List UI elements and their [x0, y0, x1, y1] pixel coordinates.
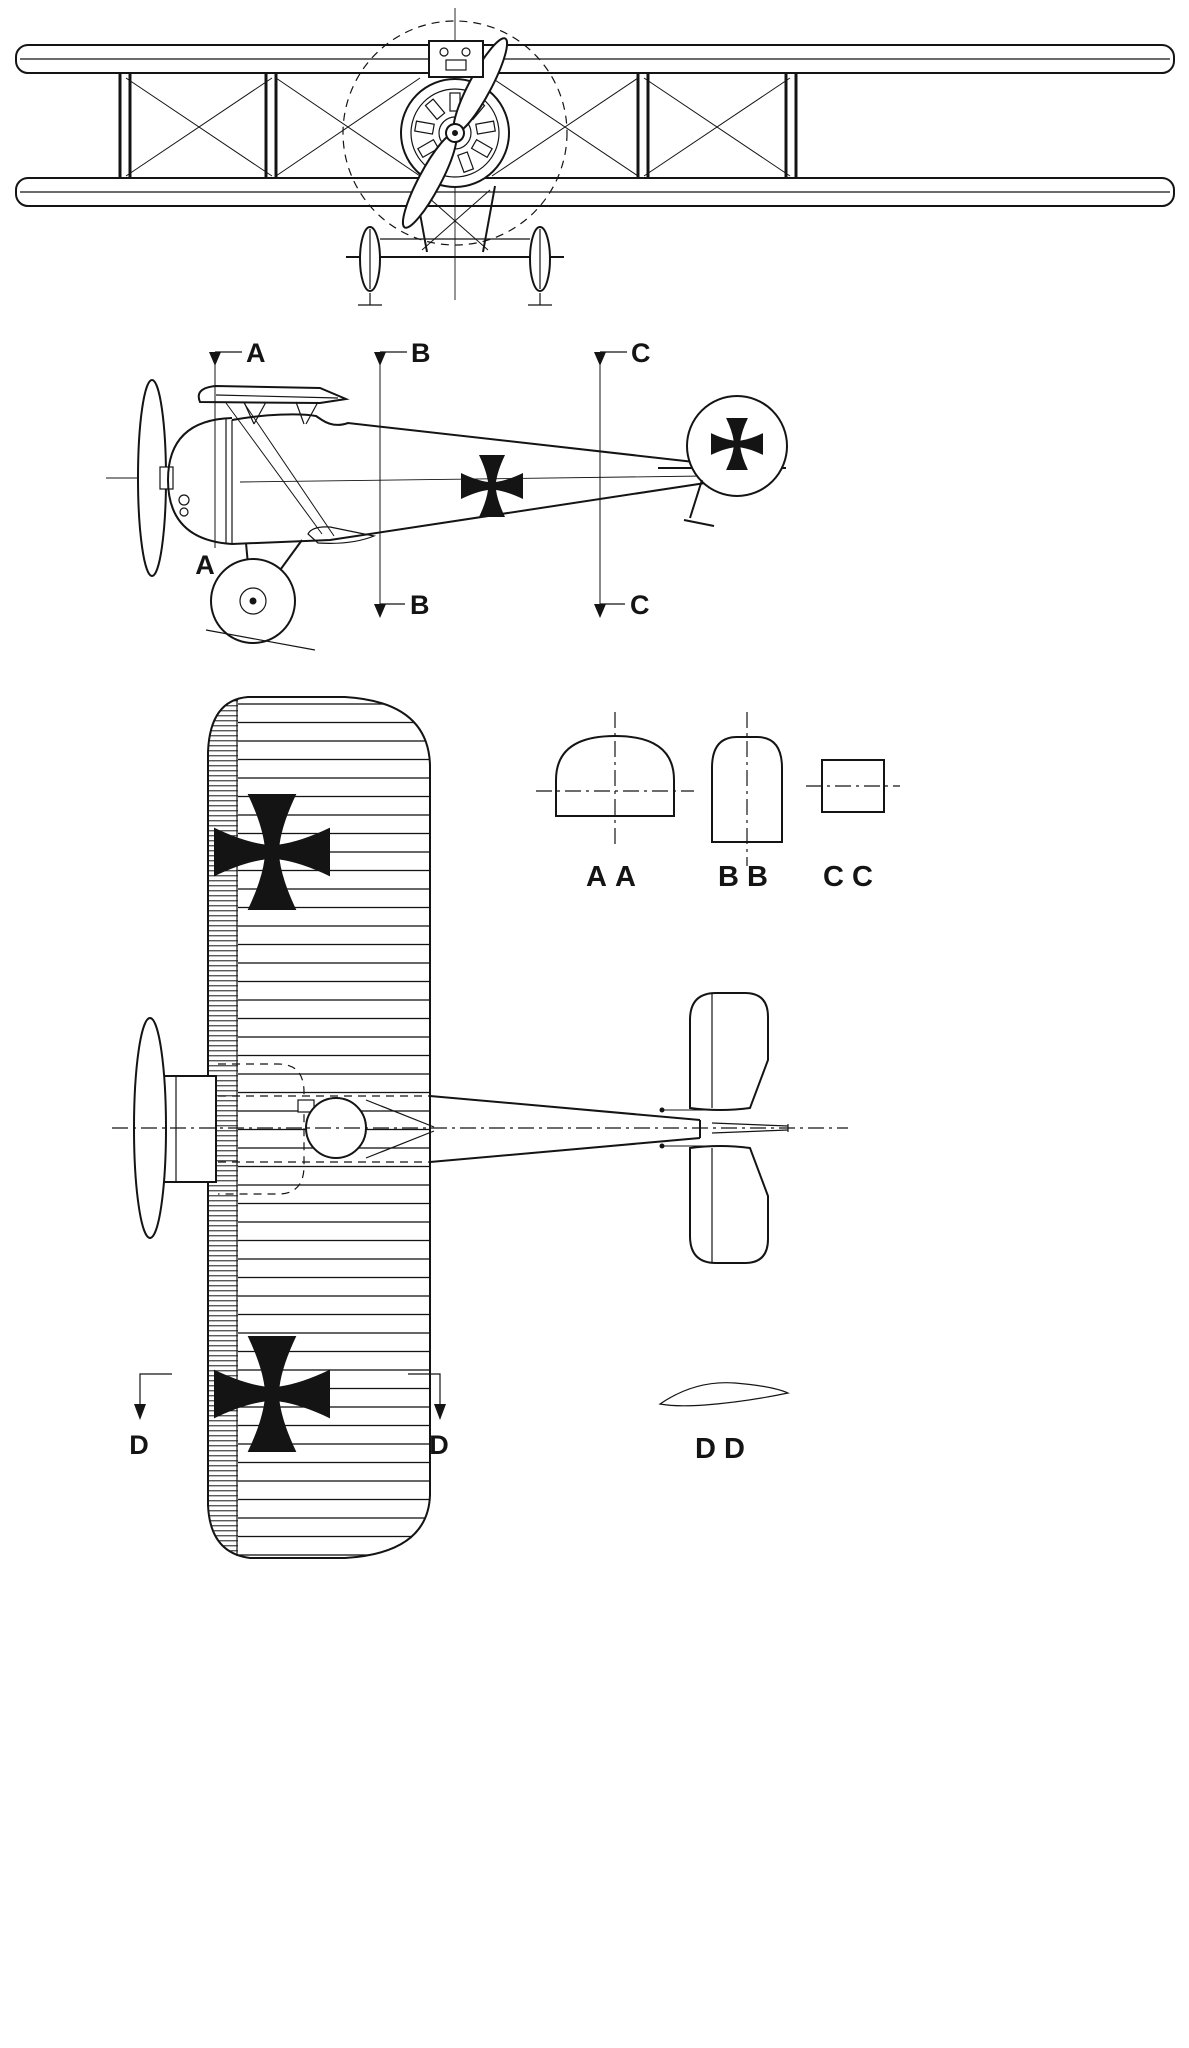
section-label-a-bottom: A [195, 550, 217, 580]
propeller-front [401, 37, 509, 229]
bracing-wires [125, 77, 791, 177]
section-arrow [134, 1404, 146, 1420]
section-dd-label: DD [695, 1433, 753, 1465]
upper-wing-front [15, 44, 1175, 74]
upper-wing-side [197, 384, 350, 537]
section-label-c-top: C [631, 338, 653, 368]
windshield [297, 1099, 315, 1113]
section-label-b-top: B [411, 338, 433, 368]
section-arrow [594, 604, 606, 618]
cross-section-bb: BB [711, 712, 783, 893]
section-aa-label: AA [586, 861, 644, 893]
cross-section-aa: AA [536, 712, 694, 893]
section-bb-label: BB [718, 861, 776, 893]
lower-wing-side [307, 526, 377, 544]
plan-view: D D AA BB CC DD [112, 696, 900, 1559]
landing-gear-side [205, 539, 316, 651]
interplane-struts [118, 73, 798, 179]
engine-plan [161, 1075, 217, 1183]
section-label-d-left: D [129, 1430, 151, 1460]
cross-section-cc: CC [806, 759, 900, 893]
tail-side [658, 395, 788, 527]
section-markers-side: A B C A B C [195, 338, 653, 620]
elevator-lower [689, 1145, 769, 1264]
section-arrow [374, 604, 386, 618]
section-arrow [434, 1404, 446, 1420]
section-arrow [374, 352, 386, 366]
front-view [15, 8, 1175, 306]
center-section-tank [428, 40, 484, 78]
side-view: A B C A B C [106, 338, 788, 651]
section-cc-label: CC [823, 861, 881, 893]
section-label-a-top: A [246, 338, 268, 368]
section-arrow [209, 352, 221, 366]
section-label-b-bottom: B [410, 590, 432, 620]
section-label-c-bottom: C [630, 590, 652, 620]
propeller-disc-circle [342, 20, 568, 246]
section-markers-plan: D D [129, 1373, 451, 1460]
iron-cross [461, 455, 523, 517]
cross-section-dd: DD [658, 1382, 790, 1465]
section-arrow [594, 352, 606, 366]
cowling-side [166, 417, 233, 545]
front-wheels [358, 226, 552, 306]
elevator-upper [689, 992, 769, 1111]
tail-plan [659, 992, 789, 1264]
section-label-d-right: D [429, 1430, 451, 1460]
lower-wing-front [15, 177, 1175, 207]
propeller-hub [159, 466, 174, 490]
hidden-lines-plan [218, 1063, 430, 1195]
